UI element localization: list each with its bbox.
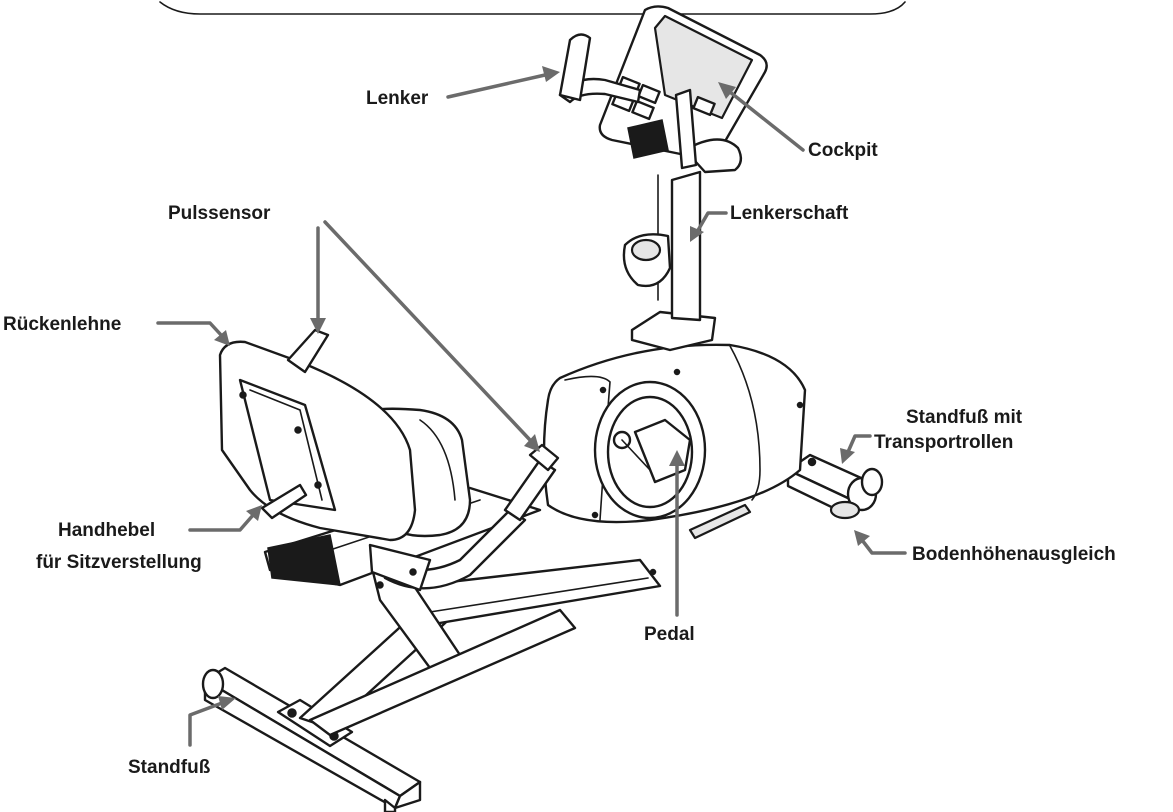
backrest xyxy=(218,328,417,542)
leader-pulssensor-2-arrow xyxy=(524,434,540,452)
label-pulssensor: Pulssensor xyxy=(168,203,271,224)
label-lenker: Lenker xyxy=(366,88,429,109)
handlebar-post xyxy=(622,170,717,352)
leader-handhebel-arrow xyxy=(246,505,262,521)
leader-standfuss-transport-arrow xyxy=(840,448,855,464)
leader-rueckenlehne xyxy=(156,321,224,338)
leader-standfuss-transport xyxy=(846,434,872,454)
label-handhebel-line2: für Sitzverstellung xyxy=(36,552,202,573)
leader-handhebel xyxy=(188,512,256,532)
leader-cockpit-arrow xyxy=(718,82,736,99)
label-pedal: Pedal xyxy=(644,624,695,645)
main-frame xyxy=(298,558,662,737)
leader-lines xyxy=(156,66,907,747)
top-frame-edge xyxy=(159,1,906,15)
leader-lenker-arrow xyxy=(542,66,560,82)
handlebar xyxy=(558,33,743,174)
leader-lenkerschaft xyxy=(695,211,728,234)
leader-standfuss-arrow xyxy=(218,696,236,710)
leader-pulssensor-1-arrow xyxy=(310,318,326,334)
label-handhebel-line1: Handhebel xyxy=(58,520,155,541)
leader-bodenhoehe-arrow xyxy=(854,530,870,546)
leader-standfuss xyxy=(188,701,224,747)
rear-stabilizer xyxy=(786,453,884,520)
label-standfuss-transport-line1: Standfuß mit xyxy=(906,407,1023,428)
leader-pedal-arrow xyxy=(669,450,685,466)
leader-cockpit xyxy=(728,90,805,152)
part-labels: Lenker Cockpit Lenkerschaft Pulssensor R… xyxy=(3,88,1116,778)
leader-lenker xyxy=(446,73,547,99)
label-bodenhoehe: Bodenhöhenausgleich xyxy=(912,544,1116,565)
label-standfuss: Standfuß xyxy=(128,757,211,778)
label-rueckenlehne: Rückenlehne xyxy=(3,314,121,335)
bike-illustration xyxy=(201,5,884,812)
leader-bodenhoehe xyxy=(860,538,907,555)
leader-lenkerschaft-arrow xyxy=(690,226,704,242)
label-cockpit: Cockpit xyxy=(808,140,878,161)
leader-rueckenlehne-arrow xyxy=(214,330,230,346)
label-standfuss-transport-line2: Transportrollen xyxy=(874,432,1013,453)
side-handles xyxy=(368,443,560,592)
label-lenkerschaft: Lenkerschaft xyxy=(730,203,849,224)
leader-pulssensor-2 xyxy=(323,220,532,442)
seat-adjust-lever xyxy=(260,483,308,520)
